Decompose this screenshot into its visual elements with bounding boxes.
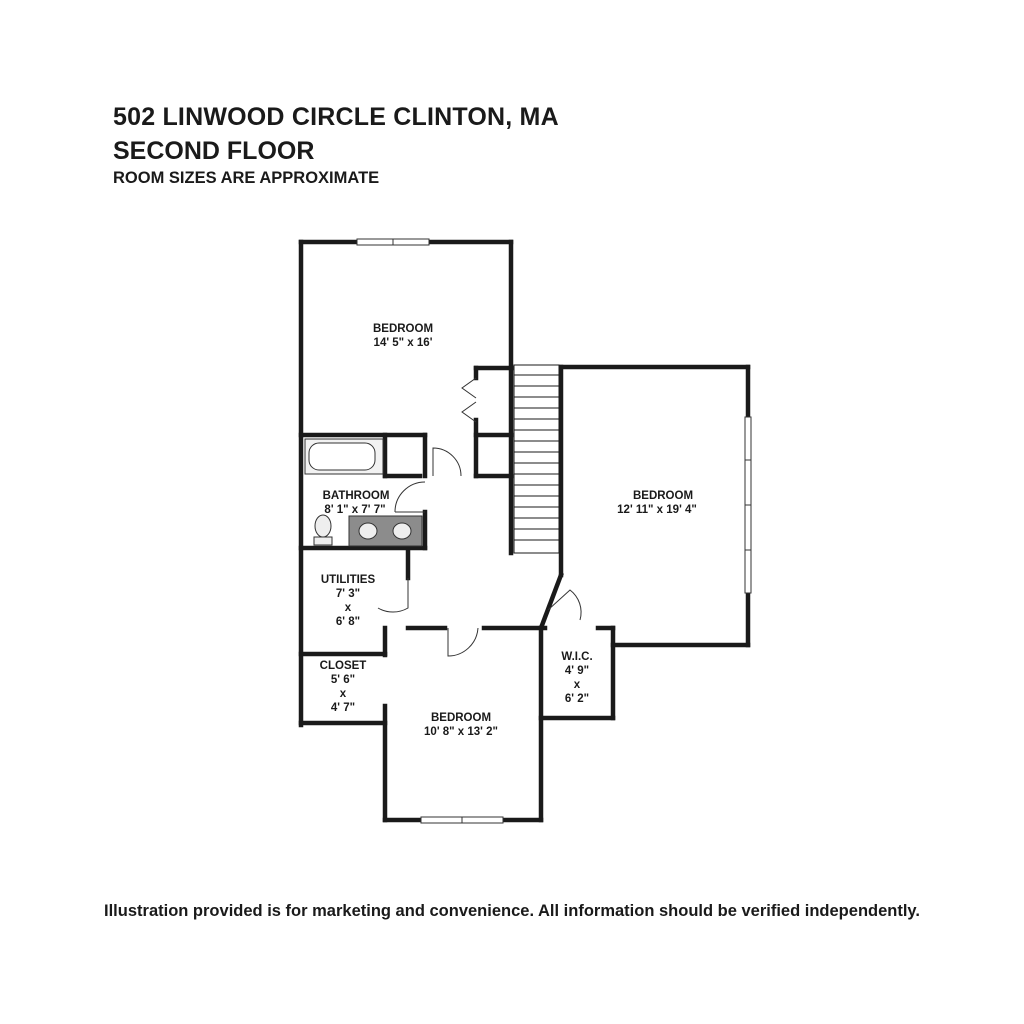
utilities-name: UTILITIES (321, 574, 376, 586)
floor-title: SECOND FLOOR (113, 137, 315, 165)
room-labels: BEDROOM 14' 5" x 16' BEDROOM 12' 11" x 1… (320, 323, 697, 738)
approximate-note: ROOM SIZES ARE APPROXIMATE (113, 169, 380, 187)
bedroom-right-size: 12' 11" x 19' 4" (617, 504, 697, 516)
wic-dim2: 6' 2" (565, 693, 589, 705)
bathtub-icon (304, 438, 384, 475)
closet-dim2: 4' 7" (331, 702, 355, 714)
bedroom-right-name: BEDROOM (633, 490, 693, 502)
closet-name: CLOSET (320, 660, 367, 672)
disclaimer: Illustration provided is for marketing a… (104, 902, 920, 920)
staircase (513, 364, 560, 554)
utilities-dim2: 6' 8" (336, 616, 360, 628)
wic-dim1: 4' 9" (565, 665, 589, 677)
wic-x: x (574, 679, 581, 691)
closet-x: x (340, 688, 347, 700)
address-title: 502 LINWOOD CIRCLE CLINTON, MA (113, 103, 559, 131)
doors (377, 377, 582, 657)
walls (298, 239, 751, 823)
closet-dim1: 5' 6" (331, 674, 355, 686)
utilities-dim1: 7' 3" (336, 588, 360, 600)
utilities-x: x (345, 602, 352, 614)
bathroom-size: 8' 1" x 7' 7" (324, 504, 385, 516)
vanity-sinks-icon (348, 515, 423, 547)
bedroom-top-size: 14' 5" x 16' (374, 337, 433, 349)
bedroom-bottom-size: 10' 8" x 13' 2" (424, 726, 498, 738)
windows (356, 238, 752, 824)
bedroom-top-name: BEDROOM (373, 323, 433, 335)
toilet-icon (313, 514, 333, 546)
bedroom-bottom-name: BEDROOM (431, 712, 491, 724)
wic-name: W.I.C. (561, 651, 592, 663)
bathroom-name: BATHROOM (323, 490, 390, 502)
